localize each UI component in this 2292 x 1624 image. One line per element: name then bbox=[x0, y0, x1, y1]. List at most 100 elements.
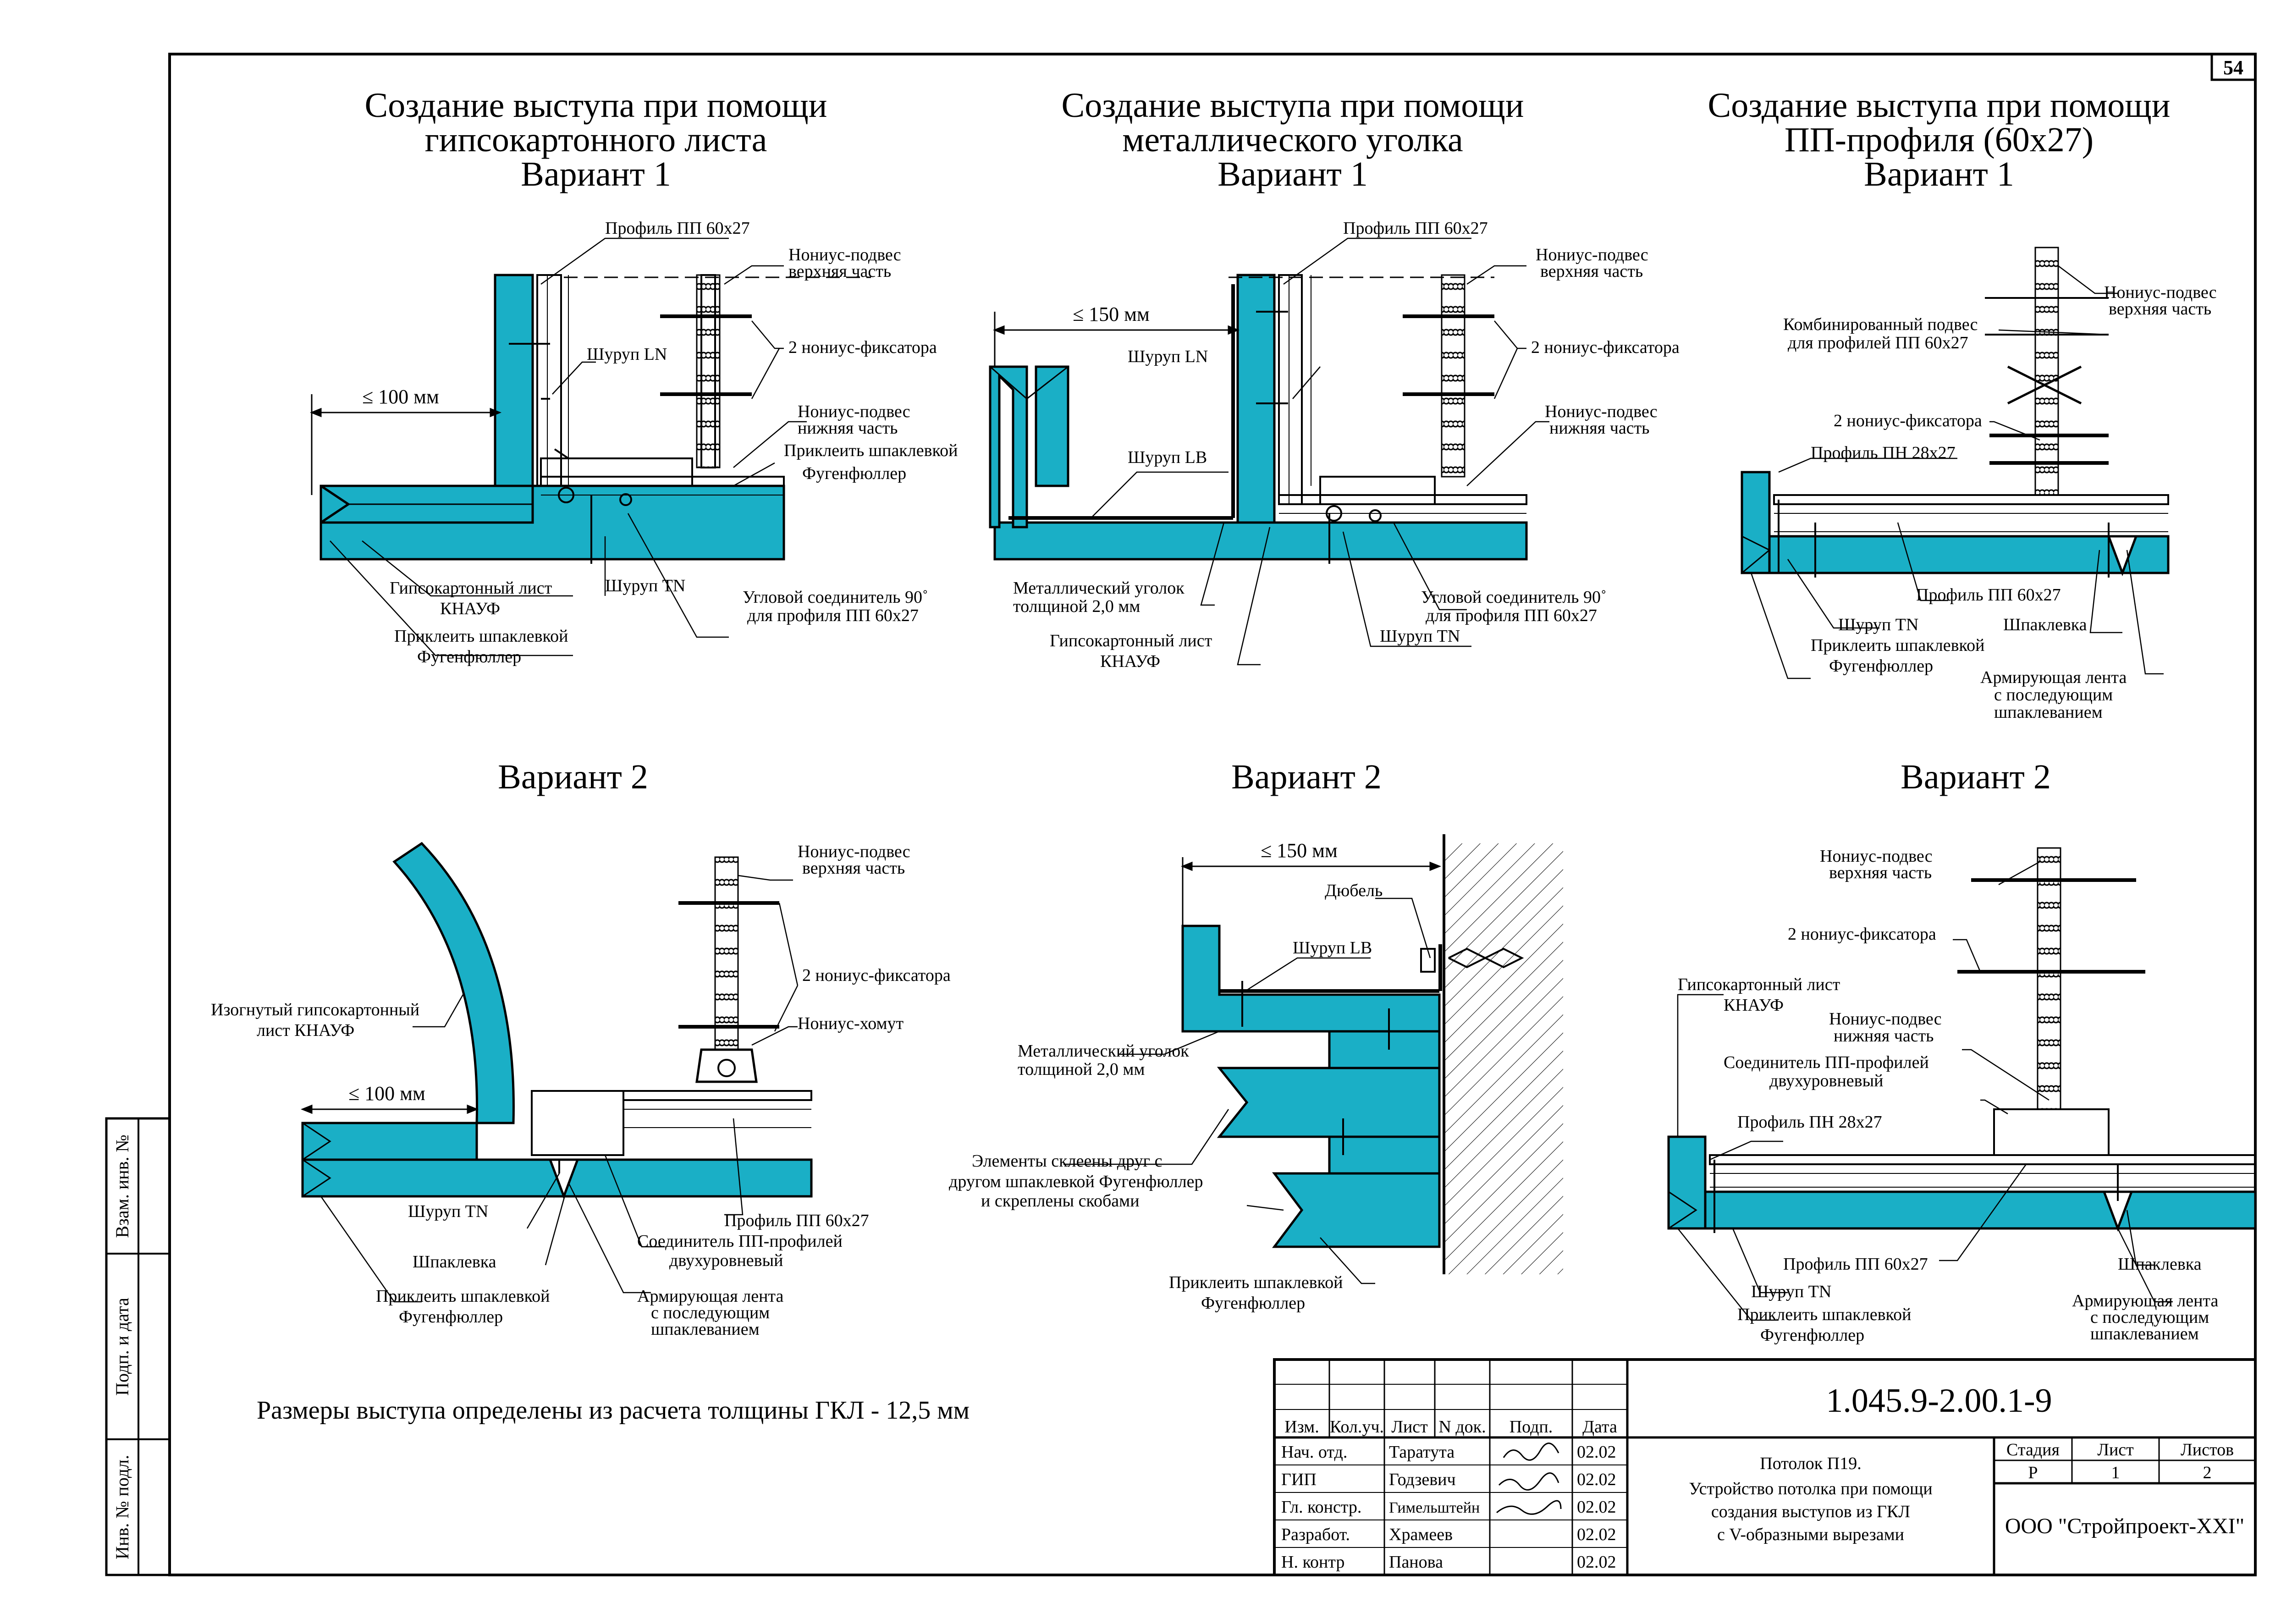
title-1-line3: Вариант 1 bbox=[521, 155, 671, 193]
gkl-6 bbox=[1667, 1135, 2257, 1232]
side-label-replace: Взам. инв. № bbox=[112, 1134, 132, 1238]
gkl-ledge-2 bbox=[989, 274, 1528, 561]
lbl-d3-hanger-top-1: Нониус-подвес bbox=[2104, 283, 2217, 302]
stamp-h-podp: Подп. bbox=[1510, 1417, 1553, 1437]
lbl-d4-tape-3: шпаклеванием bbox=[651, 1320, 760, 1339]
gkl-3 bbox=[1741, 471, 2170, 577]
stamp-name-4: Панова bbox=[1389, 1552, 1443, 1572]
lbl-d4-hanger-top-2: верхняя часть bbox=[802, 859, 905, 878]
leaders-4 bbox=[320, 875, 799, 1303]
lbl-d6-tape-1: Армирующая лента bbox=[2072, 1291, 2218, 1310]
lbl-d1-hanger-top-1: Нониус-подвес bbox=[788, 245, 901, 264]
lbl-d4-hanger-top-1: Нониус-подвес bbox=[798, 842, 910, 861]
doc-code: 1.045.9-2.00.1-9 bbox=[1826, 1382, 2052, 1420]
fasteners-5 bbox=[1241, 947, 1524, 1155]
lbl-d4-bent-1: Изогнутый гипсокартонный bbox=[211, 1000, 419, 1019]
gkl-ledge-1 bbox=[320, 274, 785, 561]
stamp-h-izm: Изм. bbox=[1284, 1417, 1319, 1437]
lbl-d4-tape-1: Армирующая лента bbox=[637, 1287, 783, 1306]
stamp-date-3: 02.02 bbox=[1577, 1525, 1616, 1544]
lbl-d2-gkl-2: КНАУФ bbox=[1100, 652, 1160, 671]
labels-1: Профиль ПП 60х27 Нониус-подвес верхняя ч… bbox=[390, 219, 958, 666]
titles: Создание выступа при помощи гипсокартонн… bbox=[365, 86, 2171, 796]
lbl-d6-tape-2: с последующим bbox=[2090, 1308, 2209, 1327]
lbl-d4-glue-2: Фугенфюллер bbox=[399, 1307, 503, 1327]
wall-hatch bbox=[1444, 843, 1563, 1274]
lbl-d1-glue2-1: Приклеить шпаклевкой bbox=[394, 627, 568, 646]
dim-4 bbox=[300, 1104, 479, 1114]
stamp-role-2: Гл. констр. bbox=[1281, 1497, 1361, 1517]
lbl-d6-pn: Профиль ПН 28х27 bbox=[1737, 1112, 1882, 1132]
lbl-d3-combined-2: для профилей ПП 60х27 bbox=[1788, 333, 1968, 352]
lbl-d2-profile: Профиль ПП 60х27 bbox=[1343, 219, 1488, 238]
lbl-d3-combined-1: Комбинированный подвес bbox=[1783, 315, 1978, 334]
title-3-line3: Вариант 1 bbox=[1864, 155, 2014, 193]
stamp-date-1: 02.02 bbox=[1577, 1470, 1616, 1489]
stamp-h-data: Дата bbox=[1582, 1417, 1617, 1437]
lbl-d5-angle-2: толщиной 2,0 мм bbox=[1018, 1060, 1145, 1079]
stamp-role-1: ГИП bbox=[1281, 1470, 1317, 1489]
title-block bbox=[1273, 1358, 2257, 1576]
dim-5 bbox=[1180, 857, 1442, 926]
lbl-d1-hanger-bot-1: Нониус-подвес bbox=[798, 402, 910, 421]
labels-3: Нониус-подвес верхняя часть Комбинирован… bbox=[1783, 283, 2217, 722]
lbl-d1-corner-2: для профиля ПП 60х27 bbox=[747, 606, 919, 625]
stamp-h-ndok: N док. bbox=[1438, 1417, 1486, 1437]
lbl-d5-angle-1: Металлический уголок bbox=[1018, 1041, 1189, 1061]
dim-4-label: ≤ 100 мм bbox=[348, 1082, 425, 1105]
lbl-d6-gkl-1: Гипсокартонный лист bbox=[1678, 975, 1840, 994]
lbl-d5-glue-1: Приклеить шпаклевкой bbox=[1169, 1273, 1343, 1292]
lbl-d3-hanger-top-2: верхняя часть bbox=[2109, 299, 2211, 319]
stamp-title-4: с V-образными вырезами bbox=[1717, 1525, 1904, 1544]
lbl-d4-connector-2: двухуровневый bbox=[669, 1251, 783, 1270]
lbl-d6-fixators: 2 нониус-фиксатора bbox=[1788, 925, 1936, 944]
lbl-d5-glued-2: другом шпаклевкой Фугенфюллер bbox=[949, 1172, 1203, 1191]
labels-5: Дюбель Шуруп LB Металлический уголок тол… bbox=[949, 881, 1383, 1313]
lbl-d6-hanger-bot-1: Нониус-подвес bbox=[1829, 1009, 1942, 1029]
title-3-line2: ПП-профиля (60х27) bbox=[1785, 121, 2094, 159]
gkl-5 bbox=[1181, 925, 1442, 1248]
detail-2: ≤ 150 мм Профиль ПП 60х27 Нониус-подвес … bbox=[989, 219, 1680, 671]
lbl-d4-screw-tn: Шуруп TN bbox=[408, 1202, 488, 1221]
stamp-stage: Р bbox=[2028, 1463, 2038, 1482]
labels-6: Нониус-подвес верхняя часть 2 нониус-фик… bbox=[1678, 847, 2218, 1345]
lbl-d1-gkl-2: КНАУФ bbox=[440, 599, 500, 618]
lbl-d1-profile: Профиль ПП 60х27 bbox=[605, 219, 750, 238]
lbl-d2-gkl-1: Гипсокартонный лист bbox=[1050, 631, 1212, 650]
lbl-d2-hanger-bot-2: нижняя часть bbox=[1549, 418, 1650, 438]
stamp-h-list: Лист bbox=[1391, 1417, 1428, 1437]
lbl-d6-gkl-2: КНАУФ bbox=[1724, 996, 1784, 1015]
lbl-d4-bent-2: лист КНАУФ bbox=[257, 1021, 354, 1040]
lbl-d4-pp: Профиль ПП 60х27 bbox=[724, 1211, 869, 1230]
variant2-title-3: Вариант 2 bbox=[1901, 758, 2051, 796]
lbl-d2-hanger-bot-1: Нониус-подвес bbox=[1545, 402, 1658, 421]
lbl-d2-hanger-top-1: Нониус-подвес bbox=[1536, 245, 1648, 264]
lbl-d1-screw-ln: Шуруп LN bbox=[587, 345, 667, 364]
leaders-1 bbox=[330, 237, 807, 656]
leaders-2 bbox=[1091, 237, 1549, 666]
leaders-6 bbox=[1677, 861, 2173, 1321]
lbl-d6-screw-tn: Шуруп TN bbox=[1751, 1282, 1831, 1301]
lbl-d6-glue-2: Фугенфюллер bbox=[1760, 1326, 1864, 1345]
stamp-stage-label: Стадия bbox=[2006, 1440, 2060, 1459]
profiles-6 bbox=[1709, 847, 2256, 1233]
lbl-d2-screw-lb: Шуруп LB bbox=[1128, 448, 1207, 467]
lbl-d6-connector-2: двухуровневый bbox=[1769, 1071, 1883, 1090]
lbl-d5-dowel: Дюбель bbox=[1325, 881, 1383, 900]
stamp-date-0: 02.02 bbox=[1577, 1442, 1616, 1462]
lbl-d5-glue-2: Фугенфюллер bbox=[1201, 1294, 1305, 1313]
lbl-d1-hanger-bot-2: нижняя часть bbox=[798, 418, 898, 438]
stamp-sheets-label: Листов bbox=[2181, 1440, 2234, 1459]
stamp-name-0: Таратута bbox=[1389, 1442, 1455, 1462]
lbl-d6-tape-3: шпаклеванием bbox=[2090, 1324, 2199, 1343]
lbl-d5-screw-lb: Шуруп LB bbox=[1293, 938, 1372, 958]
frame bbox=[105, 53, 2257, 1576]
stamp-date-2: 02.02 bbox=[1577, 1497, 1616, 1517]
side-label-sign: Подп. и дата bbox=[112, 1298, 132, 1396]
lbl-d3-fixators: 2 нониус-фиксатора bbox=[1834, 411, 1982, 430]
dim-2-label: ≤ 150 мм bbox=[1073, 303, 1150, 325]
stamp-sheet: 1 bbox=[2111, 1463, 2120, 1482]
lbl-d6-connector-1: Соединитель ПП-профилей bbox=[1724, 1053, 1929, 1072]
lbl-d6-glue-1: Приклеить шпаклевкой bbox=[1737, 1305, 1911, 1324]
dim-5-label: ≤ 150 мм bbox=[1261, 839, 1338, 862]
